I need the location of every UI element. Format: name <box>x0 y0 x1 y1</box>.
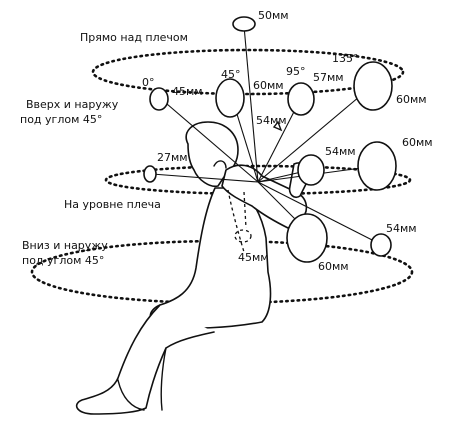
size-label-upper-95: 57мм <box>313 71 344 84</box>
knob-95deg <box>287 82 315 116</box>
figure-hidden-torso <box>227 189 245 253</box>
figure-lower-leg <box>160 347 167 411</box>
ray-0deg <box>159 97 259 183</box>
size-label-shoulder-left: 27мм <box>157 151 188 164</box>
knob-135deg <box>353 61 393 111</box>
knob-lower-mid <box>286 213 328 263</box>
ray-top <box>243 25 259 183</box>
figure-hidden-arm <box>243 191 247 229</box>
angle-label-135: 135° <box>332 52 359 65</box>
zone-label-down-out-2: под углом 45° <box>22 254 104 267</box>
angle-label-45: 45° <box>221 68 241 81</box>
size-label-shoulder-right: 60мм <box>402 136 433 149</box>
figure-chair-line <box>117 379 145 411</box>
ray-135deg <box>257 85 373 183</box>
zone-label-above: Прямо над плечом <box>80 31 188 44</box>
size-label-lower-mid: 60мм <box>318 260 349 273</box>
knob-shoulder-right <box>357 141 397 191</box>
arrow-head <box>272 120 283 132</box>
ray-shoulder-left <box>151 173 259 183</box>
size-label-upper-right: 60мм <box>396 93 427 106</box>
knob-lower-right <box>370 233 392 257</box>
ray-95deg <box>257 99 301 183</box>
knob-shoulder-mid <box>297 154 325 186</box>
figure-ear <box>213 160 227 169</box>
ring-above <box>91 48 405 96</box>
size-label-lower-right: 54мм <box>386 222 417 235</box>
size-label-lower-under: 45мм <box>238 251 269 264</box>
zone-label-down-out-1: Вниз и наружу <box>22 239 108 252</box>
zone-label-up-out-1: Вверх и наружу <box>26 98 119 111</box>
size-label-top: 50мм <box>258 9 289 22</box>
figure-hidden-knob <box>234 229 252 243</box>
size-label-upper-mid: 60мм <box>253 79 284 92</box>
ring-lower <box>30 239 414 305</box>
knob-0deg <box>149 87 169 111</box>
size-label-shoulder-mid: 54мм <box>325 145 356 158</box>
size-label-center: 54мм <box>256 114 287 127</box>
knob-top <box>232 16 256 32</box>
angle-label-95: 95° <box>286 65 306 78</box>
knob-45deg <box>215 78 245 118</box>
zone-label-up-out-2: под углом 45° <box>20 113 102 126</box>
zone-label-shoulder: На уровне плеча <box>64 198 161 211</box>
angle-label-0: 0° <box>142 76 155 89</box>
ray-lower-right <box>257 181 381 245</box>
size-label-upper-left: 45мм <box>172 85 203 98</box>
knob-shoulder-left <box>143 165 157 183</box>
